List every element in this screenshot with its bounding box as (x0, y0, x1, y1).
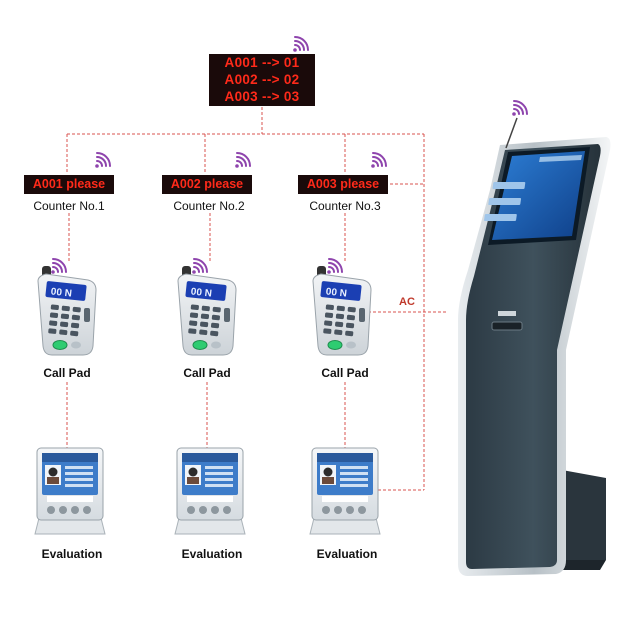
wifi-signal-icon (95, 152, 111, 168)
connector-lines (66, 107, 448, 491)
call-pads: 00 N 00 N 00 N (37, 266, 372, 356)
call-pad-2-label: Call Pad (183, 366, 231, 380)
wifi-signal-icon (293, 36, 309, 52)
main-display-line: A001 --> 01 (224, 55, 300, 70)
ac-power-label: AC (399, 296, 415, 308)
antenna-icon (505, 117, 518, 149)
call-pad-3-label: Call Pad (321, 366, 369, 380)
call-pad-device: 00 N (312, 266, 372, 356)
wifi-signal-icon (235, 152, 251, 168)
pad-screen-text: 00 N (50, 286, 72, 299)
counter-1-label: Counter No.1 (33, 199, 105, 213)
pad-screen-text: 00 N (325, 286, 347, 299)
evaluation-device (34, 447, 106, 535)
evaluation-device (309, 447, 381, 535)
wifi-signal-icon (512, 100, 528, 116)
main-led-display: A001 --> 01 A002 --> 02 A003 --> 03 (209, 54, 315, 106)
counter-2-label: Counter No.2 (173, 199, 245, 213)
main-display-line: A003 --> 03 (224, 89, 300, 104)
evaluation-3-label: Evaluation (316, 547, 378, 561)
wifi-signal-icon (51, 258, 67, 274)
evaluation-2-label: Evaluation (181, 547, 243, 561)
call-pad-device: 00 N (37, 266, 97, 356)
counter-2-display: A002 please (162, 175, 252, 194)
kiosk (458, 117, 611, 576)
wifi-signal-icon (327, 258, 343, 274)
evaluation-device (174, 447, 246, 535)
counter-3-display: A003 please (298, 175, 388, 194)
call-pad-1-label: Call Pad (43, 366, 91, 380)
counter-3-label: Counter No.3 (309, 199, 381, 213)
wifi-signal-icon (371, 152, 387, 168)
evaluation-1-label: Evaluation (41, 547, 103, 561)
wifi-icons (51, 36, 528, 274)
call-pad-device: 00 N (177, 266, 237, 356)
evaluation-devices (34, 447, 381, 535)
main-display-line: A002 --> 02 (224, 72, 300, 87)
pad-screen-text: 00 N (190, 286, 212, 299)
counter-1-display: A001 please (24, 175, 114, 194)
wifi-signal-icon (192, 258, 208, 274)
